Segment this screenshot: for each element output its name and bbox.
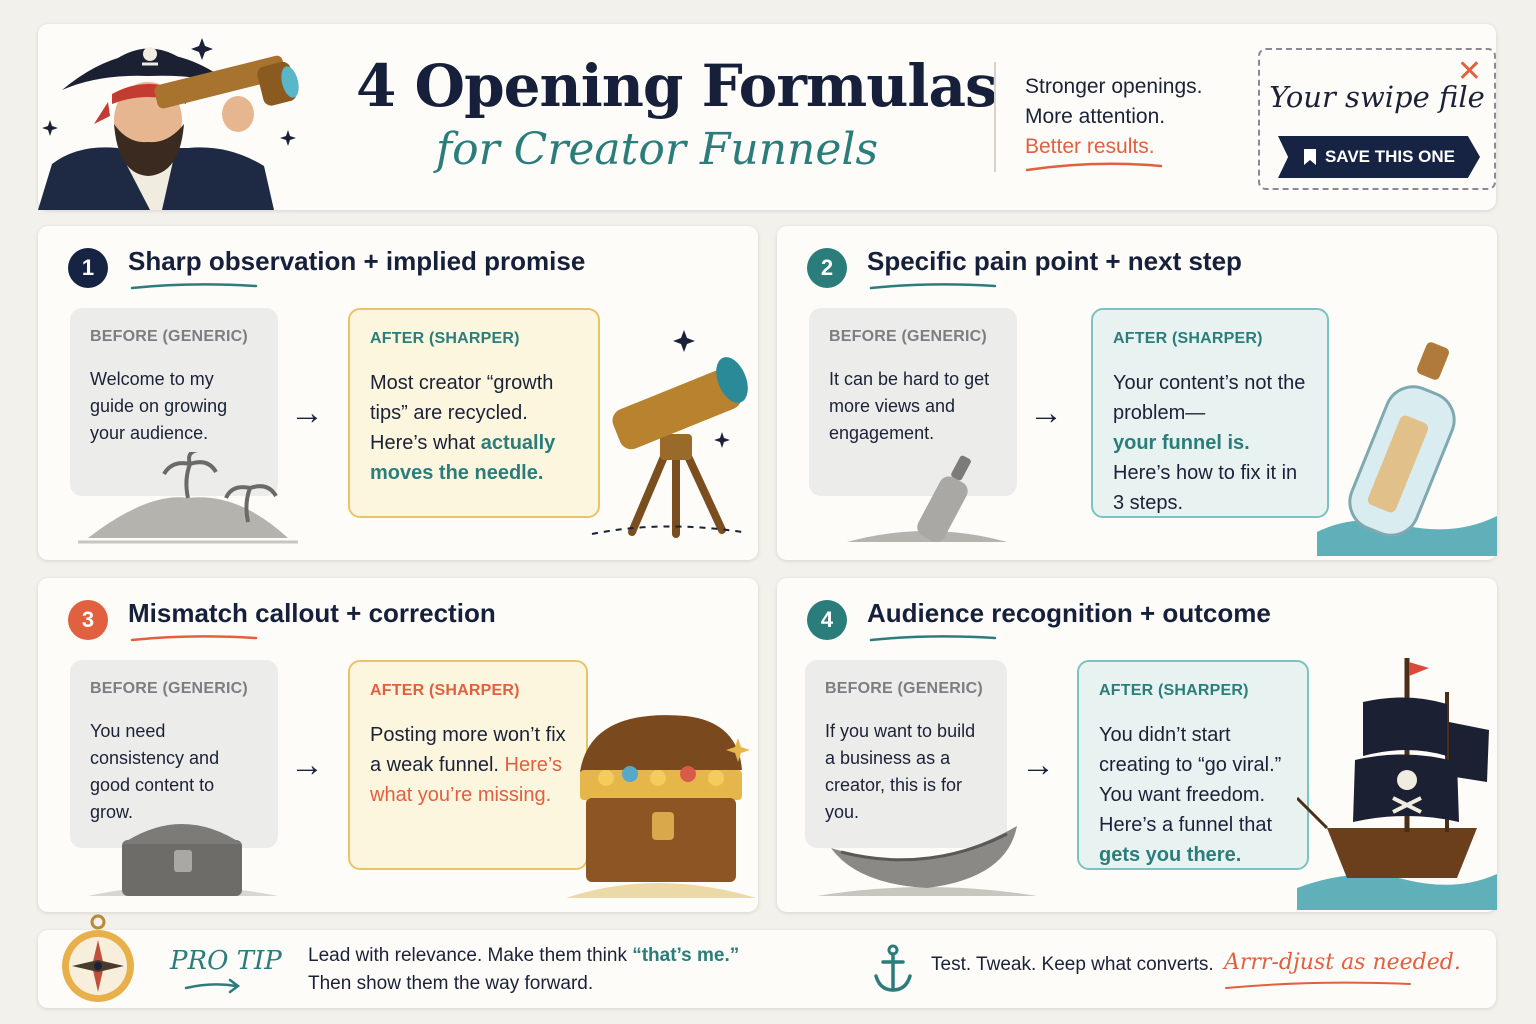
after-label: AFTER (SHARPER) <box>1113 330 1263 347</box>
tagline-line-1: Stronger openings. <box>1025 75 1203 98</box>
save-this-one-button[interactable]: SAVE THIS ONE <box>1278 136 1480 178</box>
after-label: AFTER (SHARPER) <box>1099 682 1249 699</box>
rowboat-illustration <box>817 826 1037 896</box>
card-title: Mismatch callout + correction <box>128 598 496 628</box>
after-text-end: Here’s how to fix it in 3 steps. <box>1113 462 1298 514</box>
formula-card-2: 2 Specific pain point + next step BEFORE… <box>777 226 1497 560</box>
swipe-file-card: ✕ Your swipe file SAVE THIS ONE <box>1258 48 1496 190</box>
compass-icon <box>62 914 134 1002</box>
bookmark-icon <box>1303 149 1316 165</box>
after-box: AFTER (SHARPER) You didn’t start creatin… <box>1077 660 1309 870</box>
pro-tip-line-1: Lead with relevance. Make them think “th… <box>308 942 739 970</box>
header-panel: 4 Opening Formulas for Creator Funnels S… <box>38 24 1496 210</box>
header-divider <box>994 62 996 172</box>
test-tweak-text: Test. Tweak. Keep what converts. <box>931 954 1214 975</box>
after-box: AFTER (SHARPER) Your content’s not the p… <box>1091 308 1329 518</box>
formula-card-4: 4 Audience recognition + outcome BEFORE … <box>777 578 1497 912</box>
island-illustration <box>78 452 298 544</box>
pro-tip-highlight: “that’s me.” <box>632 945 740 966</box>
swipe-file-title: Your swipe file <box>1269 80 1485 114</box>
arrr-djust-script: Arrr-djust as needed. <box>1224 950 1461 975</box>
card-title: Sharp observation + implied promise <box>128 246 586 276</box>
page-subtitle: for Creator Funnels <box>435 124 879 175</box>
anchor-icon <box>874 944 912 992</box>
before-text: Welcome to my guide on growing your audi… <box>90 369 228 443</box>
message-in-bottle-illustration <box>1317 342 1497 556</box>
before-label: BEFORE (GENERIC) <box>829 328 987 345</box>
tagline-underline-stroke <box>1025 162 1163 172</box>
after-box: AFTER (SHARPER) Posting more won’t fix a… <box>348 660 588 870</box>
title-underline-stroke <box>130 283 258 290</box>
pro-tip-bar: PRO TIP Lead with relevance. Make them t… <box>38 914 1496 1008</box>
tagline-line-3: Better results. <box>1025 135 1155 158</box>
script-underline-stroke <box>1225 981 1411 989</box>
pro-tip-text: Lead with relevance. Make them think “th… <box>308 942 739 998</box>
title-underline-stroke <box>130 635 258 642</box>
arrow-right-icon: → <box>1021 746 1055 784</box>
before-box: BEFORE (GENERIC) You need consistency an… <box>70 660 278 848</box>
formula-card-3: 3 Mismatch callout + correction BEFORE (… <box>38 578 758 912</box>
before-box: BEFORE (GENERIC) If you want to build a … <box>805 660 1007 848</box>
after-text-main: Most creator “growth tips” are recycled.… <box>370 372 554 454</box>
arrow-right-icon: → <box>290 746 324 784</box>
before-box: BEFORE (GENERIC) It can be hard to get m… <box>809 308 1017 496</box>
pro-tip-label: PRO TIP <box>170 946 282 976</box>
step-number-badge: 4 <box>807 600 847 640</box>
arrow-right-icon: → <box>1029 394 1063 432</box>
close-icon[interactable]: ✕ <box>1456 55 1482 88</box>
pro-tip-line-1-text: Lead with relevance. Make them think <box>308 945 633 966</box>
after-highlight: gets you there. <box>1099 844 1242 866</box>
after-text-main: You didn’t start creating to “go viral.”… <box>1099 724 1282 836</box>
before-text: If you want to build a business as a cre… <box>825 721 976 822</box>
before-label: BEFORE (GENERIC) <box>90 680 248 697</box>
tagline: Stronger openings. More attention. Bette… <box>1025 72 1202 162</box>
after-text: You didn’t start creating to “go viral.”… <box>1099 720 1287 870</box>
pro-tip-line-2: Then show them the way forward. <box>308 973 594 994</box>
pirate-with-spyglass-illustration <box>38 38 299 210</box>
card-title: Specific pain point + next step <box>867 246 1242 276</box>
save-button-label: SAVE THIS ONE <box>1324 147 1456 166</box>
arrow-right-icon: → <box>290 394 324 432</box>
after-highlight: Here’s what you’re missing. <box>370 754 562 806</box>
before-text: It can be hard to get more views and eng… <box>829 369 990 443</box>
tagline-line-2: More attention. <box>1025 105 1166 128</box>
spyglass-on-tripod-illustration <box>591 330 748 538</box>
bottle-in-sand-illustration <box>847 455 1007 542</box>
pirate-ship-illustration <box>1297 658 1497 910</box>
title-underline-stroke <box>869 635 997 642</box>
page-title: 4 Opening Formulas <box>356 52 998 120</box>
after-text-main: Your content’s not the problem— <box>1113 372 1306 424</box>
after-text-main: Posting more won’t fix a weak funnel. <box>370 724 566 776</box>
step-number-badge: 1 <box>68 248 108 288</box>
before-text: You need consistency and good content to… <box>90 721 220 822</box>
after-text: Posting more won’t fix a weak funnel. He… <box>370 720 566 810</box>
after-label: AFTER (SHARPER) <box>370 330 520 347</box>
before-label: BEFORE (GENERIC) <box>825 680 983 697</box>
card-title: Audience recognition + outcome <box>867 598 1271 628</box>
before-label: BEFORE (GENERIC) <box>90 328 248 345</box>
after-highlight: your funnel is. <box>1113 432 1250 454</box>
step-number-badge: 3 <box>68 600 108 640</box>
after-box: AFTER (SHARPER) Most creator “growth tip… <box>348 308 600 518</box>
treasure-chest-illustration <box>566 715 756 898</box>
step-number-badge: 2 <box>807 248 847 288</box>
locked-chest-illustration <box>88 824 278 896</box>
formula-card-1: 1 Sharp observation + implied promise BE… <box>38 226 758 560</box>
after-text: Your content’s not the problem— your funn… <box>1113 368 1307 518</box>
after-text: Most creator “growth tips” are recycled.… <box>370 368 578 488</box>
after-label: AFTER (SHARPER) <box>370 682 520 699</box>
arrow-right-icon <box>184 978 241 994</box>
after-highlight: actually moves the needle. <box>370 432 556 484</box>
before-box: BEFORE (GENERIC) Welcome to my guide on … <box>70 308 278 496</box>
title-underline-stroke <box>869 283 997 290</box>
